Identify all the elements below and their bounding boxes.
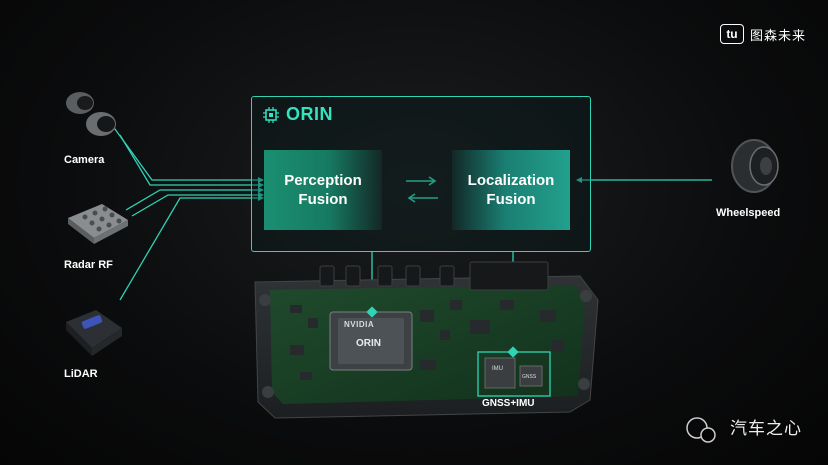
brand-logo: tu 图森未来: [719, 24, 806, 44]
localization-line2: Fusion: [486, 191, 536, 208]
gnss-imu-label: GNSS+IMU: [482, 398, 535, 409]
radar-icon: [68, 204, 128, 244]
radar-line-2: [131, 194, 258, 217]
orin-header: ORIN: [262, 104, 333, 125]
wheelspeed-label: Wheelspeed: [716, 207, 781, 219]
brand-name: 图森未来: [749, 27, 806, 43]
camera-line: [111, 124, 258, 181]
orin-board: [254, 261, 599, 419]
camera-icon: [66, 92, 116, 136]
lidar-icon: [66, 310, 122, 356]
wheelspeed-icon: [731, 139, 779, 193]
exchange-arrows: [406, 176, 438, 203]
watermark: 汽车之心: [730, 414, 802, 439]
perception-line1: Perception: [284, 172, 362, 189]
chip-orin-label: ORIN: [356, 338, 381, 349]
radar-label: Radar RF: [64, 259, 113, 271]
lidar-line: [119, 197, 258, 301]
orin-title: ORIN: [286, 104, 333, 124]
camera-line-2: [119, 134, 258, 186]
chip-icon: [263, 106, 279, 123]
arrow-heads: [258, 177, 582, 201]
brand-badge: tu: [719, 24, 744, 44]
watermark-text: 汽车之心: [730, 419, 802, 438]
localization-line1: Localization: [467, 172, 555, 189]
localization-fusion-block: Localization Fusion: [452, 150, 570, 230]
chip-brand-label: NVIDIA: [344, 320, 375, 329]
perception-line2: Fusion: [298, 191, 348, 208]
camera-label: Camera: [64, 154, 105, 166]
imu-chip-label: IMU: [492, 366, 503, 372]
lidar-label: LiDAR: [64, 368, 98, 380]
radar-line: [125, 189, 258, 211]
gnss-chip-label: GNSS: [522, 374, 537, 380]
wechat-icon: [686, 417, 716, 443]
perception-fusion-block: Perception Fusion: [264, 150, 382, 230]
